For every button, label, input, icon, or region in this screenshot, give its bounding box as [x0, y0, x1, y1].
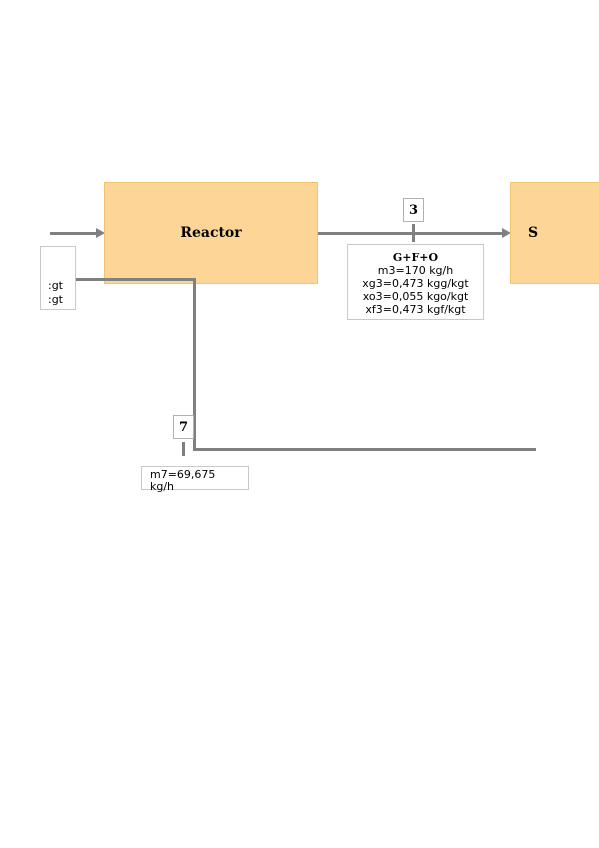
stream-3-data-box: G+F+O m3=170 kg/h xg3=0,473 kgg/kgt xo3=… [347, 244, 484, 320]
stream-7-number: 7 [178, 419, 189, 435]
inlet-stream-line [50, 232, 96, 235]
stream-7-unit: kg/h [150, 480, 175, 493]
stream-7-tick [182, 442, 185, 456]
stream-3-arrowhead [502, 228, 511, 238]
separator-unit[interactable]: S [510, 182, 599, 284]
stream-7-horizontal-bottom [193, 448, 536, 451]
stream-3-line [318, 232, 503, 235]
stream-3-number: 3 [408, 202, 419, 218]
left-stream-line-1: :gt [47, 279, 63, 292]
stream-7-vertical [193, 278, 196, 451]
stream-3-mass-flow: m3=170 kg/h [377, 264, 454, 277]
reactor-unit[interactable]: Reactor [104, 182, 318, 284]
reactor-label: Reactor [180, 225, 242, 241]
left-stream-box: :gt :gt [40, 246, 76, 310]
stream-7-data-box: m7=69,675 kg/h [141, 466, 249, 493]
stream-3-title: G+F+O [392, 251, 439, 264]
separator-label: S [528, 225, 539, 241]
stream-7-horizontal-top [76, 278, 195, 281]
left-stream-line-2: :gt [47, 293, 63, 306]
inlet-arrowhead [96, 228, 105, 238]
stream-3-xf: xf3=0,473 kgf/kgt [365, 303, 466, 316]
stream-3-xo: xo3=0,055 kgo/kgt [362, 290, 469, 303]
stream-3-tag[interactable]: 3 [403, 198, 424, 222]
stream-3-tick [412, 224, 415, 242]
stream-7-mass-flow: m7=69,675 [150, 468, 216, 481]
stream-3-xg: xg3=0,473 kgg/kgt [362, 277, 469, 290]
stream-7-tag[interactable]: 7 [173, 415, 194, 439]
